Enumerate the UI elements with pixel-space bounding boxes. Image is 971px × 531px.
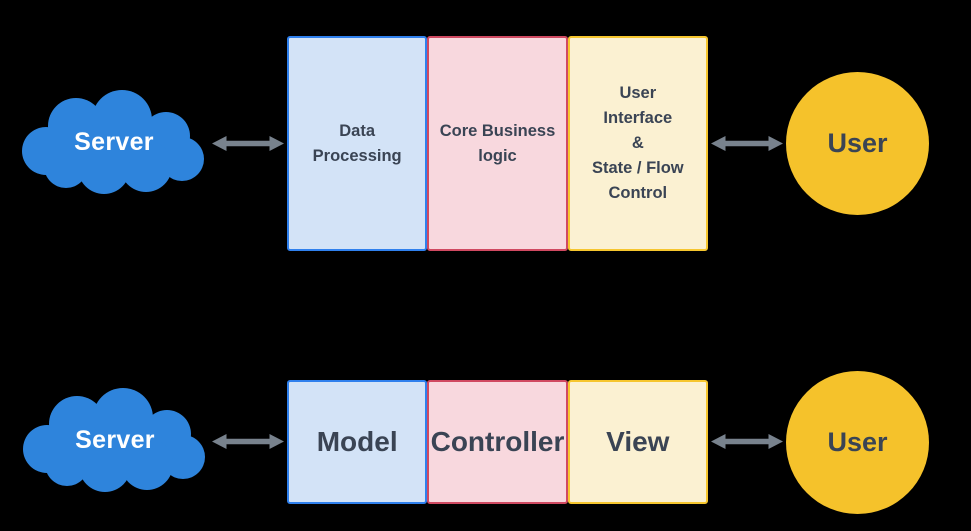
box-model: Model [287,380,428,504]
box-label-line: & [631,134,644,152]
user-label: User [827,128,888,158]
double-arrow-icon [212,434,284,449]
double-arrow-icon [212,136,284,151]
cloud-icon [23,388,205,492]
box-ui-state-flow: User Interface & State / Flow Control [567,36,708,251]
server-label: Server [74,127,154,156]
user-label: User [827,427,888,457]
box-view: View [567,380,708,504]
layered-architecture-group: Data Processing Core Business logic User… [287,36,708,251]
mvc-group: Model Controller View [287,380,708,504]
box-label: Model [316,426,398,457]
box-label: Controller [430,426,565,457]
box-label-line: Control [608,184,668,202]
box-label-line: Core Business [439,121,556,140]
box-label-line: State / Flow [591,159,684,177]
box-core-business-logic: Core Business logic [427,36,568,251]
box-label: User Interface & State / Flow Control [592,81,684,206]
box-data-processing: Data Processing [287,36,428,251]
box-label-line: Processing [312,146,402,165]
cloud-icon [22,90,204,194]
box-label-line: Interface [603,109,673,127]
double-arrow-icon [711,434,783,449]
box-label: Core Business logic [440,119,556,169]
box-label: View [606,426,670,457]
user-circle-top: User [786,72,929,215]
box-controller: Controller [427,380,568,504]
server-cloud-top: Server [18,89,210,195]
box-label-line: Data [339,121,376,140]
box-label-line: logic [478,146,517,165]
double-arrow-icon [711,136,783,151]
user-circle-bottom: User [786,371,929,514]
server-cloud-bottom: Server [18,387,212,493]
server-label: Server [75,425,155,454]
box-label: Data Processing [313,119,402,169]
box-label-line: User [619,84,657,102]
